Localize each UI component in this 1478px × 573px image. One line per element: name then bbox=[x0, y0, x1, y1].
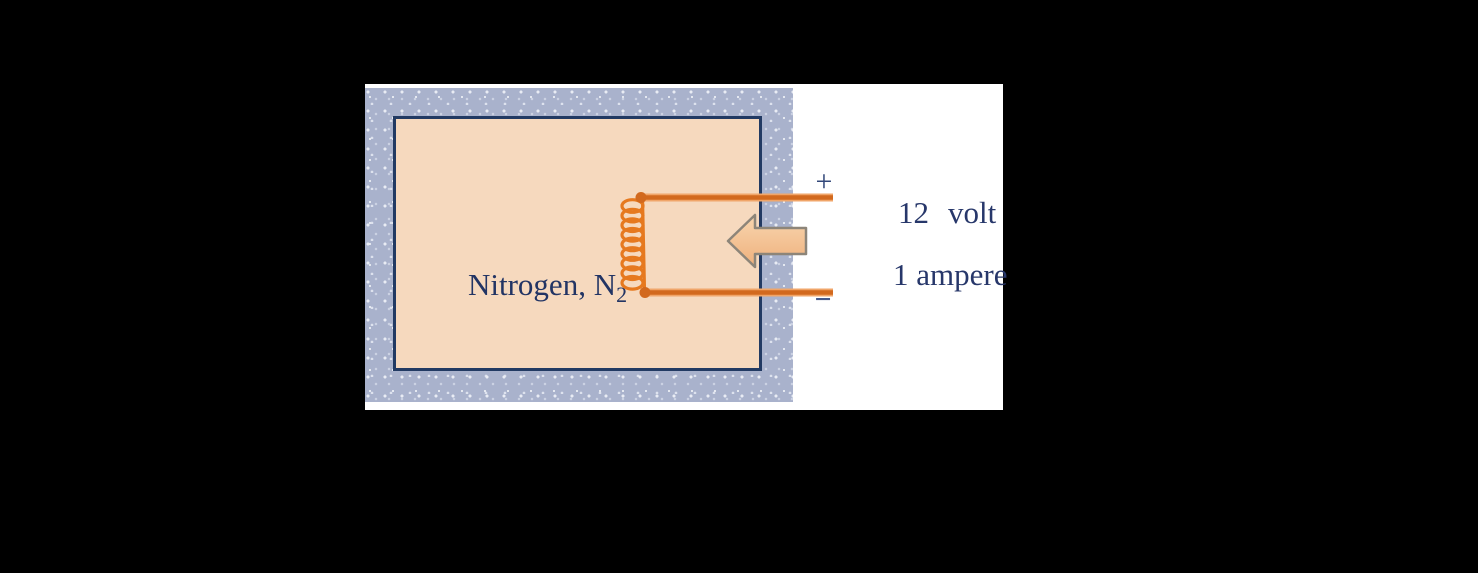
coil-terminal-dot-top bbox=[635, 192, 647, 203]
gas-label-subscript: 2 bbox=[616, 282, 628, 307]
coil-terminal-dot-bottom bbox=[639, 287, 651, 298]
voltage-label: 12 volt bbox=[898, 197, 996, 228]
voltage-unit: volt bbox=[948, 195, 997, 230]
negative-terminal-label: − bbox=[814, 283, 832, 316]
current-label: 1 ampere bbox=[893, 257, 1008, 292]
gas-label-text: Nitrogen, N bbox=[468, 267, 617, 302]
energy-input-arrow bbox=[726, 213, 808, 269]
positive-terminal-label: + bbox=[815, 165, 833, 198]
gas-chamber: Nitrogen, N2 bbox=[393, 116, 762, 371]
voltage-value: 12 bbox=[898, 195, 929, 230]
gas-label: Nitrogen, N2 bbox=[468, 267, 627, 306]
thermo-experiment-figure: Nitrogen, N2 bbox=[365, 84, 1007, 410]
circuit-overlay bbox=[620, 192, 833, 298]
heating-coil-icon bbox=[620, 197, 647, 292]
